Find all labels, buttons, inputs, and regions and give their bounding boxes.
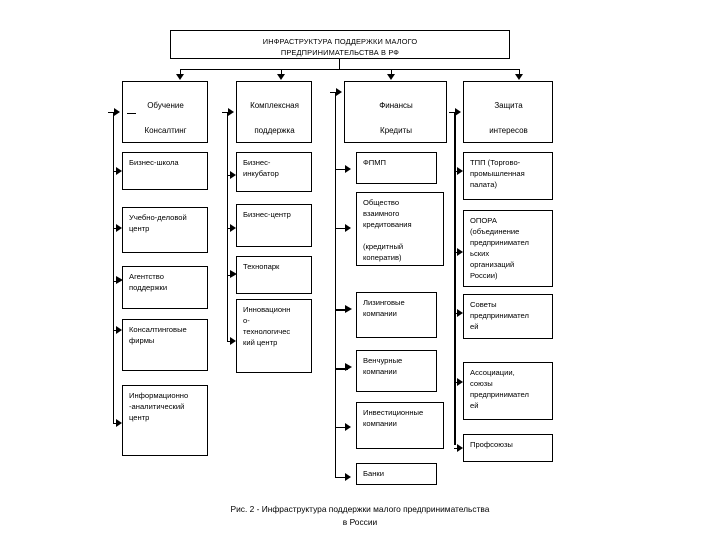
arrow-into-header-finance (336, 88, 342, 96)
arrow-into-header-training (114, 108, 120, 116)
header-line-1: Финансы (379, 101, 413, 111)
decor-dash-training (127, 113, 136, 115)
node-support-agency: Агентство поддержки (122, 266, 208, 309)
node-information-analytical-center: Информационно -аналитический центр (122, 385, 208, 456)
drop-leg-4 (519, 69, 521, 76)
header-column-interest-protection: Защита интересов предпринимате лей (463, 81, 553, 143)
node-mutual-credit-society: Общество взаимного кредитования (кредитн… (356, 192, 444, 266)
node-trade-unions: Профсоюзы (463, 434, 553, 462)
arrow-trade-unions (457, 444, 463, 452)
stub-investment (335, 427, 348, 429)
header-line-2: поддержка (254, 126, 295, 136)
header-line-2: Консалтинг (144, 126, 187, 136)
arrow-down-col2 (277, 74, 285, 80)
arrow-down-col3 (387, 74, 395, 80)
root-node-infrastructure: ИНФРАСТРУКТУРА ПОДДЕРЖКИ МАЛОГО ПРЕДПРИН… (170, 30, 510, 59)
arrow-down-col1 (176, 74, 184, 80)
header-line-2: интересов (489, 126, 528, 136)
root-bus (180, 69, 520, 71)
arrow-technopark (230, 270, 237, 278)
root-stem (339, 59, 341, 70)
arrow-venture (345, 363, 352, 371)
drop-leg-1 (180, 69, 182, 76)
node-opora: ОПОРА (объединение предпринимател ьских … (463, 210, 553, 287)
arrow-investment (345, 423, 351, 431)
stub-mutual-credit (335, 228, 348, 230)
arrow-business-school (116, 167, 122, 175)
arrow-councils (457, 309, 463, 317)
header-line-1: Комплексная (250, 101, 299, 111)
arrow-support-agency (116, 276, 123, 284)
node-investment-companies: Инвестиционные компании (356, 402, 444, 449)
header-column-finance: Финансы Кредиты Инвестиции (344, 81, 447, 143)
stub-leasing (335, 309, 348, 312)
spine-interest-protection (454, 112, 456, 445)
spine-complex-support (227, 112, 229, 342)
node-entrepreneur-councils: Советы предпринимател ей (463, 294, 553, 339)
node-innovation-technology-center: Инновационн о- технологичес кий центр (236, 299, 312, 373)
spine-entry-interest-protection (449, 112, 457, 114)
header-line-1: Обучение (147, 101, 184, 111)
node-venture-companies: Венчурные компании (356, 350, 437, 392)
node-business-school: Бизнес-школа (122, 152, 208, 190)
node-leasing-companies: Лизинговые компании (356, 292, 437, 338)
spine-entry-complex-support (222, 112, 230, 114)
spine-entry-finance (330, 92, 338, 94)
node-technopark: Технопарк (236, 256, 312, 294)
drop-leg-3 (391, 69, 393, 76)
spine-finance (335, 92, 337, 478)
node-associations-unions: Ассоциации, союзы предпринимател ей (463, 362, 553, 420)
header-line-2: Кредиты (380, 126, 412, 136)
arrow-associations (457, 378, 463, 386)
arrow-banks (345, 473, 351, 481)
figure-caption: Рис. 2 - Инфраструктура поддержки малого… (230, 504, 490, 528)
node-fpmp: ФПМП (356, 152, 437, 184)
header-column-training: Обучение Консалтинг Информация (122, 81, 208, 143)
stub-venture (335, 368, 348, 371)
header-column-complex-support: Комплексная поддержка (236, 81, 312, 143)
arrow-opora (457, 248, 463, 256)
arrow-chamber (457, 167, 463, 175)
arrow-edu-center (116, 224, 122, 232)
arrow-business-center (230, 224, 236, 232)
spine-training (113, 112, 115, 423)
node-business-center: Бизнес-центр (236, 204, 312, 247)
node-business-incubator: Бизнес- инкубатор (236, 152, 312, 192)
stub-fpmp (335, 169, 348, 171)
arrow-business-incubator (230, 171, 236, 179)
arrow-into-header-interest-protection (455, 108, 461, 116)
node-chamber-of-commerce: ТПП (Торгово- промышленная палата) (463, 152, 553, 200)
arrow-innovation-center (230, 337, 236, 345)
drop-leg-2 (281, 69, 283, 76)
arrow-leasing (345, 305, 352, 313)
header-line-1: Защита (494, 101, 523, 111)
node-educational-business-center: Учебно-деловой центр (122, 207, 208, 253)
node-consulting-firms: Консалтинговые фирмы (122, 319, 208, 371)
arrow-mutual-credit (345, 224, 351, 232)
arrow-consulting-firms (116, 326, 122, 334)
arrow-fpmp (345, 165, 351, 173)
arrow-into-header-complex-support (228, 108, 234, 116)
node-banks: Банки (356, 463, 437, 485)
arrow-info-center (116, 419, 122, 427)
stub-banks (335, 477, 348, 479)
spine-entry-training (108, 112, 116, 114)
arrow-down-col4 (515, 74, 523, 80)
